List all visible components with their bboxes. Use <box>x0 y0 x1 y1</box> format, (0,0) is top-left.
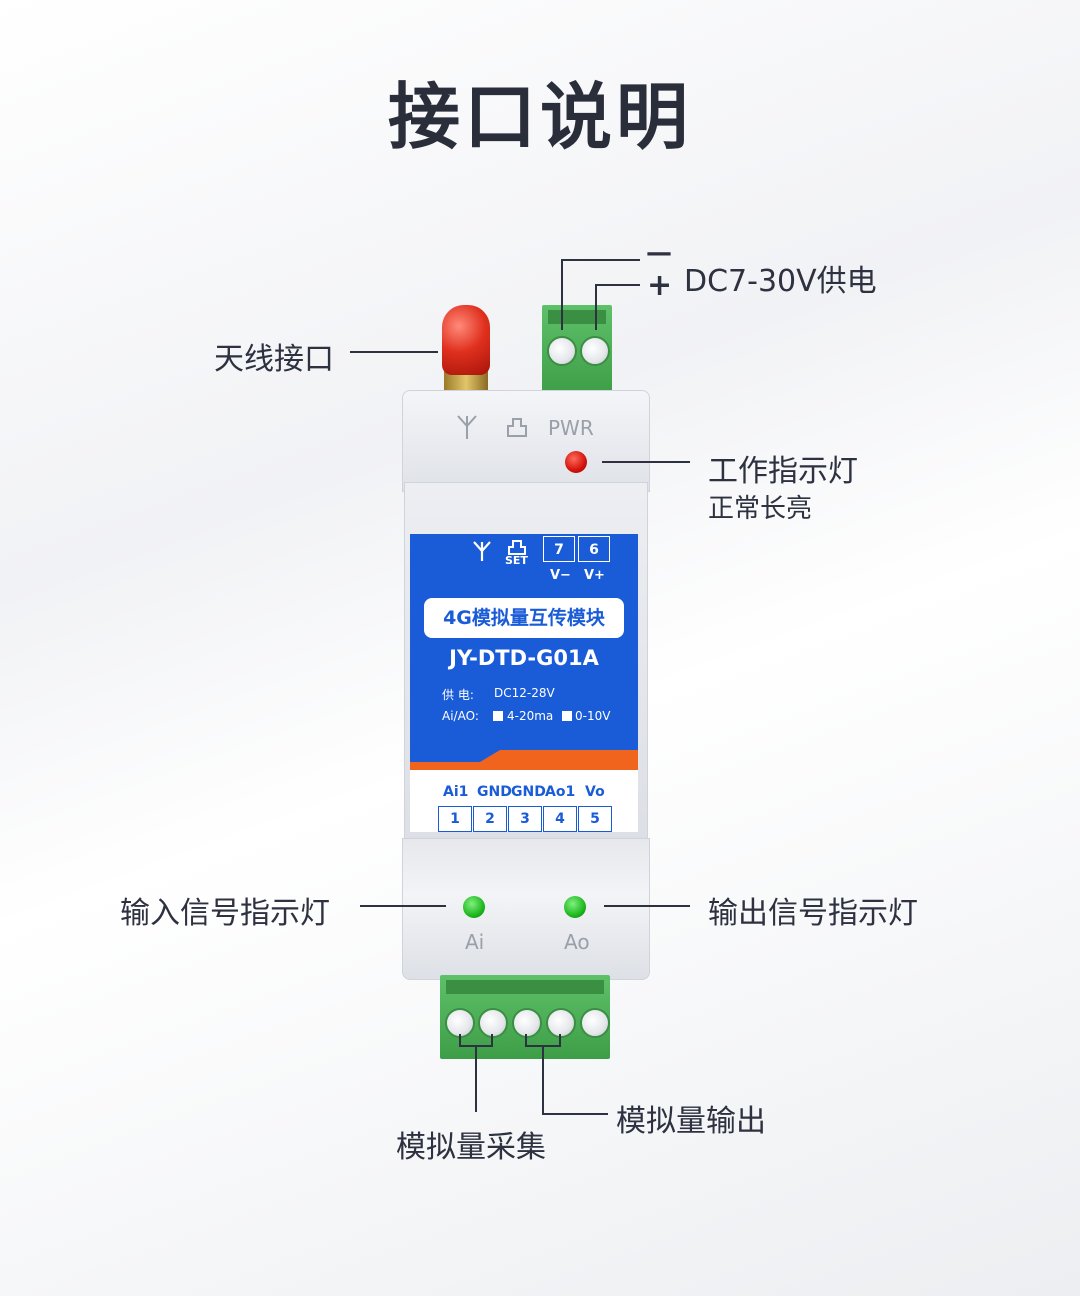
model-number: JY-DTD-G01A <box>449 646 599 670</box>
terminal-number: 6 <box>578 536 610 562</box>
terminal-screw <box>547 336 577 366</box>
power-callout: DC7-30V供电 <box>684 264 877 299</box>
aiao-option: 4-20ma <box>507 709 554 723</box>
checkbox <box>562 711 572 721</box>
work-indicator-led <box>565 451 587 473</box>
work-led-callout: 工作指示灯 <box>708 454 858 489</box>
analog-in-callout: 模拟量采集 <box>396 1130 546 1165</box>
output-indicator-led <box>564 896 586 918</box>
pin-name: Vo <box>585 784 605 800</box>
work-led-note: 正常长亮 <box>708 494 813 524</box>
supply-value: DC12-28V <box>494 686 555 700</box>
product-name: 4G模拟量互传模块 <box>424 598 624 638</box>
antenna-icon <box>473 541 491 561</box>
pwr-label: PWR <box>548 416 594 440</box>
power-minus-sign: — <box>646 238 672 268</box>
checkbox <box>493 711 503 721</box>
pin-name: Ao1 <box>545 784 576 800</box>
pin-name: GND <box>511 784 546 800</box>
terminal-name: V− <box>550 568 571 583</box>
terminal-number: 7 <box>543 536 575 562</box>
pin-name: Ai1 <box>443 784 469 800</box>
terminal-screw <box>546 1008 576 1038</box>
antenna-callout: 天线接口 <box>214 342 334 377</box>
aiao-label: Ai/AO: <box>442 709 479 723</box>
antenna-icon <box>457 415 477 439</box>
label-bottom-strip <box>410 770 638 832</box>
output-led-callout: 输出信号指示灯 <box>708 896 918 931</box>
terminal-screw <box>445 1008 475 1038</box>
terminal-name: V+ <box>584 568 605 583</box>
terminal-number: 2 <box>473 806 507 832</box>
set-label: SET <box>505 554 528 567</box>
aiao-option: 0-10V <box>575 709 611 723</box>
pin-name: GND <box>477 784 512 800</box>
terminal-screw <box>580 336 610 366</box>
input-indicator-led <box>463 896 485 918</box>
antenna <box>442 305 490 375</box>
supply-label: 供 电: <box>442 688 474 702</box>
input-led-callout: 输入信号指示灯 <box>120 896 330 931</box>
terminal-number: 1 <box>438 806 472 832</box>
terminal-number: 3 <box>508 806 542 832</box>
ai-label: Ai <box>465 930 485 954</box>
ao-label: Ao <box>564 930 590 954</box>
analog-terminal-slots <box>446 980 604 994</box>
analog-out-callout: 模拟量输出 <box>616 1104 766 1139</box>
terminal-number: 4 <box>543 806 577 832</box>
set-button-icon <box>507 418 527 437</box>
page-title: 接口说明 <box>387 75 692 159</box>
device-bottom-cover <box>402 838 650 980</box>
power-plus-sign: + <box>647 268 673 303</box>
terminal-number: 5 <box>578 806 612 832</box>
terminal-screw <box>580 1008 610 1038</box>
set-button-icon <box>508 540 526 555</box>
